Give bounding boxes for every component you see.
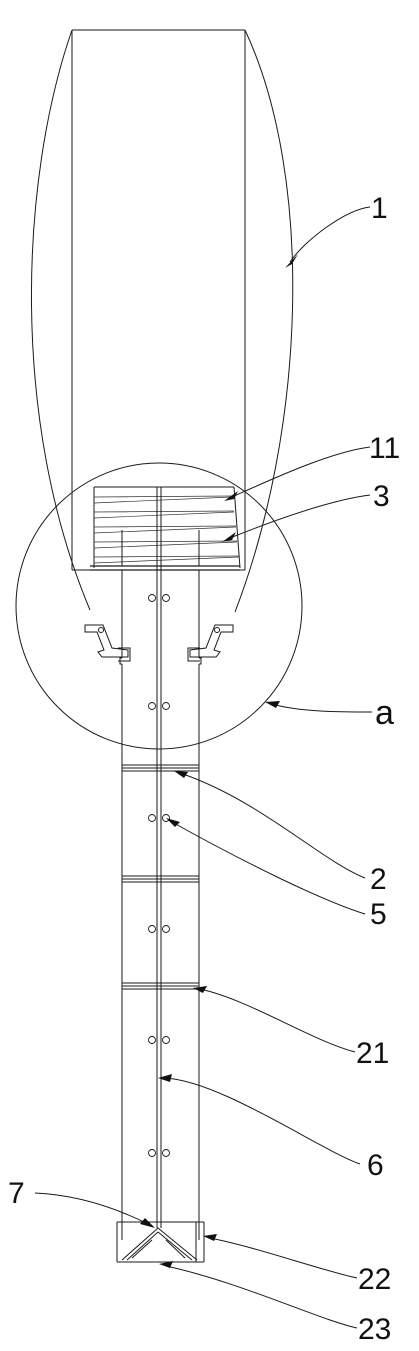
label-2: 2 (370, 863, 387, 896)
label-21: 21 (356, 1037, 389, 1070)
spring-box (90, 486, 241, 571)
outer-shell (30, 29, 91, 611)
label-3: 3 (373, 480, 390, 513)
right-clamp (187, 624, 234, 662)
label-1: 1 (371, 192, 388, 225)
detail-circle-a (15, 462, 303, 750)
hole-pairs (148, 594, 170, 1157)
leaders (34, 206, 373, 1329)
label-11: 11 (369, 432, 400, 465)
label-22: 22 (358, 1263, 391, 1296)
bottom-tip (116, 1221, 205, 1263)
label-23: 23 (358, 1313, 391, 1346)
label-5: 5 (370, 898, 387, 931)
label-6: 6 (367, 1149, 384, 1182)
outer-shell-right (234, 29, 294, 613)
shaft (119, 570, 202, 1240)
central-rod (156, 487, 162, 1228)
inner-container (71, 29, 246, 571)
left-clamp (84, 624, 131, 662)
label-a: a (375, 694, 394, 732)
joint-bands (122, 764, 199, 990)
spring-coils (93, 495, 240, 566)
label-7: 7 (8, 1177, 25, 1210)
